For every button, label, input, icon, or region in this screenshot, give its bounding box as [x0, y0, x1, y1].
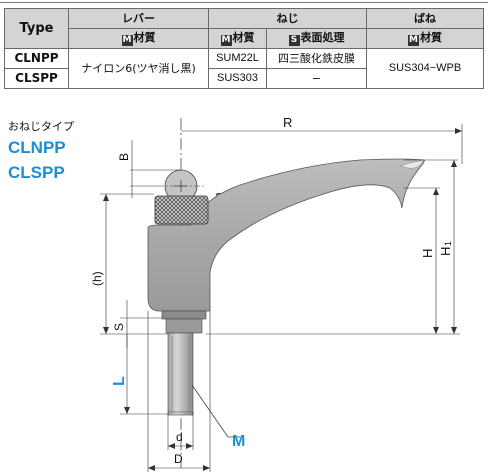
screw-material-cell: SUM22L	[208, 48, 267, 69]
spring-material-label: 材質	[420, 31, 442, 44]
screw-material-label: 材質	[232, 31, 255, 44]
surface-label: 表面処理	[300, 31, 345, 44]
dim-h: H	[420, 249, 435, 258]
dim-h1: H	[438, 247, 453, 256]
knurled-knob	[154, 195, 209, 225]
material-badge: M	[220, 35, 232, 46]
surface-cell: 四三酸化鉄皮膜	[266, 48, 367, 69]
dim-b: B	[117, 153, 131, 161]
lever-material-cell: ナイロン6(ツヤ消し黒)	[68, 48, 209, 89]
dim-l: L	[111, 376, 128, 386]
dim-h1-sub: 1	[443, 241, 453, 246]
collar-lower	[165, 318, 203, 334]
surface-badge: S	[288, 35, 300, 46]
subtitle: おねじタイプ	[8, 120, 74, 133]
type-cell: CLNPP	[4, 48, 69, 69]
lever-header: レバー	[68, 8, 209, 29]
bigd-arrow	[203, 465, 210, 471]
dim-r: R	[283, 115, 292, 130]
screw-material-cell: SUS303	[208, 68, 267, 89]
m-leader	[191, 384, 229, 438]
type-name-clnpp: CLNPP	[8, 138, 66, 157]
collar	[161, 310, 207, 320]
dim-d: d	[176, 430, 183, 444]
d-arrow	[168, 443, 175, 449]
d-arrow	[186, 443, 193, 449]
hh-arrow	[103, 327, 109, 334]
dim-hh: (h)	[90, 271, 104, 286]
lever-drawing: おねじタイプ CLNPP CLSPP B R 20° H H 1	[8, 115, 463, 472]
l-arrow	[124, 407, 130, 414]
surface-cell: −	[266, 68, 367, 89]
h1-arrow	[451, 327, 457, 334]
type-name-clspp: CLSPP	[8, 163, 65, 182]
material-badge: M	[121, 35, 133, 46]
r-arrow	[455, 128, 462, 134]
h1-arrow	[451, 160, 457, 167]
h-arrow	[433, 188, 439, 195]
spring-material-cell: SUS304−WPB	[366, 48, 484, 89]
lever-material-label: 材質	[133, 31, 156, 44]
screw-header: ねじ	[208, 8, 367, 29]
hh-arrow	[103, 194, 109, 201]
dim-s: S	[112, 323, 126, 331]
dim-m: M	[232, 433, 245, 450]
type-header: Type	[4, 8, 69, 49]
bigd-arrow	[148, 465, 155, 471]
h-arrow	[433, 327, 439, 334]
material-badge: M	[408, 35, 419, 46]
top-rule	[0, 2, 488, 3]
spring-header: ばね	[366, 8, 484, 29]
type-cell: CLSPP	[4, 68, 69, 89]
dim-bigd: D	[174, 452, 183, 466]
